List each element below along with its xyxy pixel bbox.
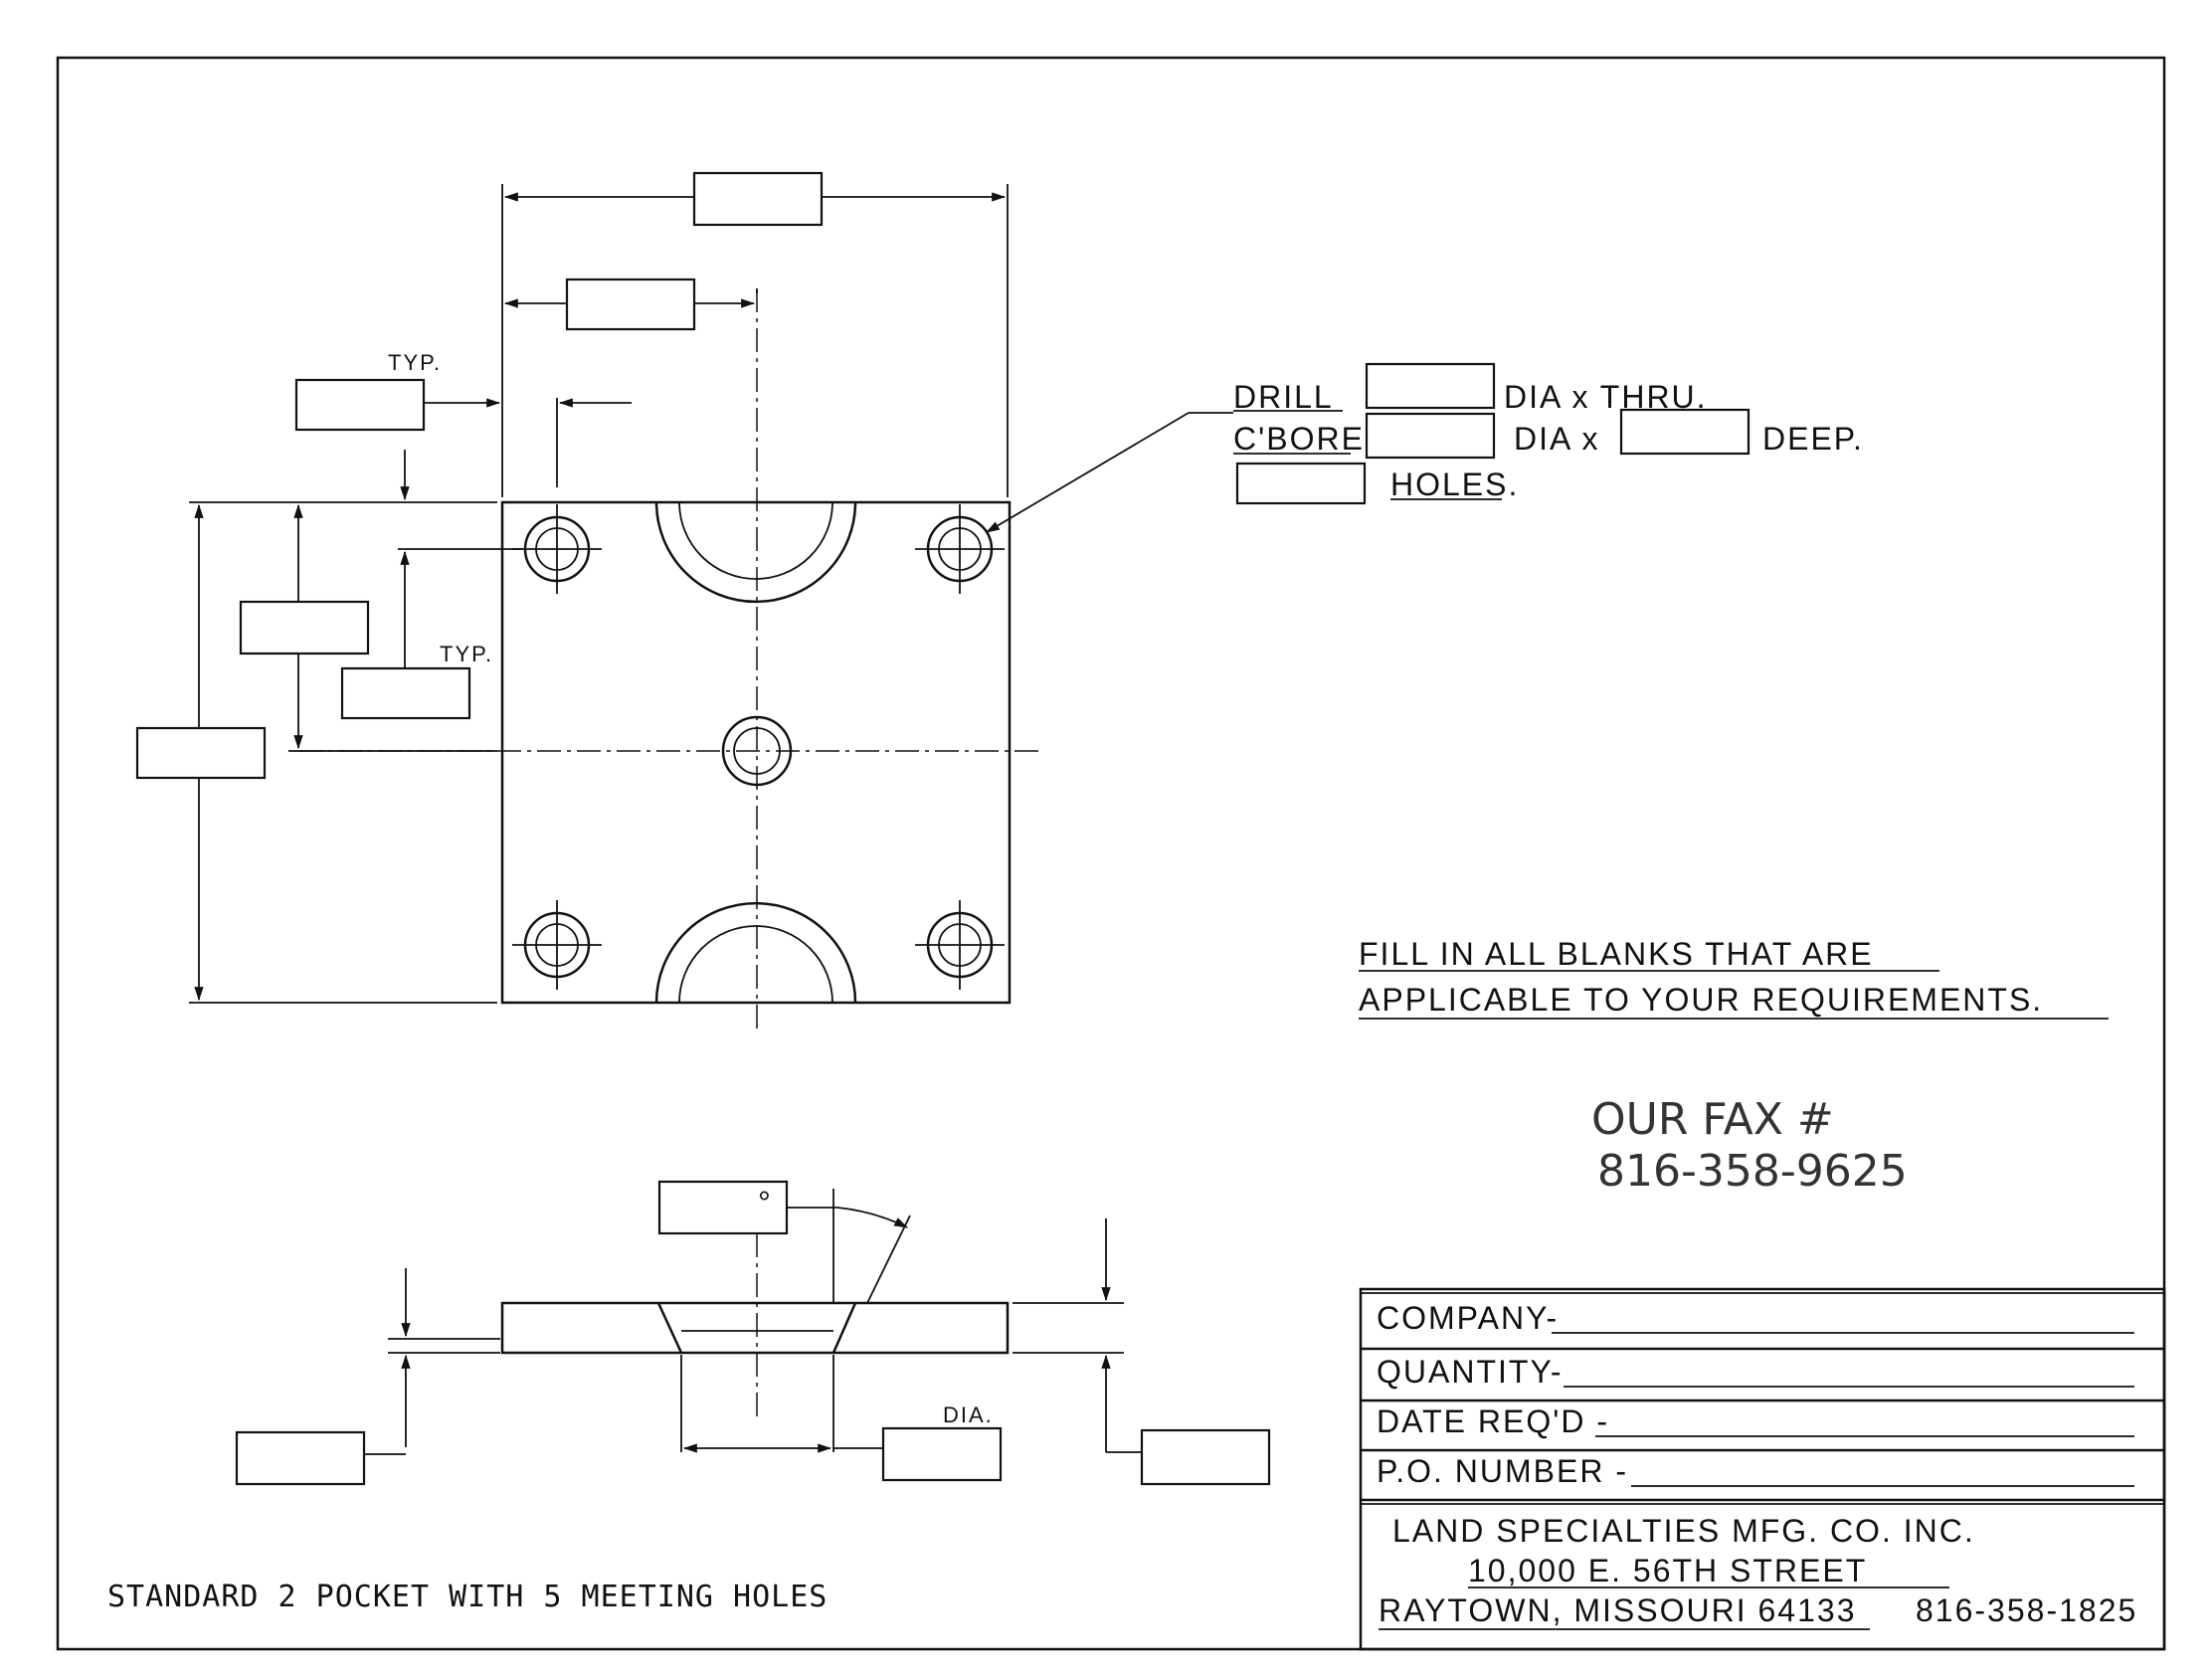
title-phone: 816-358-1825 bbox=[1916, 1592, 2137, 1628]
section-plate bbox=[500, 1301, 1010, 1355]
drill-dia-blank[interactable] bbox=[1365, 362, 1496, 410]
hole-offset-blank[interactable] bbox=[340, 666, 471, 720]
title-city: RAYTOWN, MISSOURI 64133 bbox=[1379, 1592, 1856, 1628]
cbore-dia-blank[interactable] bbox=[1365, 412, 1496, 460]
deep-label: DEEP. bbox=[1762, 421, 1864, 457]
hole-dia-blank[interactable] bbox=[881, 1426, 1003, 1482]
section-view: ° DIA. bbox=[235, 1180, 1271, 1486]
hole-bottom-left bbox=[512, 900, 602, 990]
degree-mark: ° bbox=[758, 1185, 773, 1220]
title-street: 10,000 E. 56TH STREET bbox=[1468, 1553, 1867, 1588]
instructions: FILL IN ALL BLANKS THAT ARE APPLICABLE T… bbox=[1359, 936, 2109, 1020]
quantity-field-label: QUANTITY- bbox=[1377, 1354, 1564, 1390]
top-pocket-inner bbox=[678, 501, 833, 580]
cbore-depth-blank[interactable] bbox=[1619, 408, 1750, 456]
hole-center bbox=[721, 715, 793, 787]
plate-outline bbox=[500, 500, 1012, 1005]
order-form: COMPANY- QUANTITY- DATE REQ'D - P.O. NUM… bbox=[1359, 1287, 2166, 1651]
plate-thickness-blank[interactable] bbox=[1140, 1428, 1271, 1486]
hole-top-right bbox=[915, 504, 1005, 594]
typ-edge-offset-blank[interactable] bbox=[294, 378, 426, 432]
typ-label-side: TYP. bbox=[440, 642, 493, 666]
hole-top-left bbox=[512, 504, 602, 594]
date-reqd-field-label: DATE REQ'D - bbox=[1377, 1403, 1609, 1439]
drawing-caption: STANDARD 2 POCKET WITH 5 MEETING HOLES bbox=[107, 1580, 828, 1614]
angle-blank[interactable] bbox=[657, 1180, 789, 1235]
hole-callout-leader bbox=[985, 412, 1190, 533]
company-field-label: COMPANY- bbox=[1377, 1300, 1559, 1336]
overall-width-blank[interactable] bbox=[692, 171, 824, 227]
dia-label: DIA. bbox=[943, 1402, 994, 1427]
holes-label: HOLES. bbox=[1390, 467, 1519, 502]
top-pocket bbox=[654, 501, 857, 604]
fax-stamp: OUR FAX # 816-358-9625 bbox=[1591, 1094, 1908, 1197]
plan-view: TYP. TYP. bbox=[135, 171, 1190, 1034]
half-width-blank[interactable] bbox=[565, 278, 696, 331]
bottom-pocket-inner bbox=[678, 925, 833, 1004]
hole-bottom-right bbox=[915, 900, 1005, 990]
instructions-line-1: FILL IN ALL BLANKS THAT ARE bbox=[1359, 936, 1874, 972]
half-height-blank[interactable] bbox=[239, 600, 370, 655]
po-number-field-label: P.O. NUMBER - bbox=[1377, 1453, 1628, 1489]
cbore-dia-x-label: DIA x bbox=[1514, 421, 1599, 457]
edge-thickness-blank[interactable] bbox=[235, 1430, 366, 1486]
instructions-line-2: APPLICABLE TO YOUR REQUIREMENTS. bbox=[1359, 982, 2043, 1018]
fax-stamp-line-1: OUR FAX # bbox=[1591, 1094, 1834, 1145]
title-block: LAND SPECIALTIES MFG. CO. INC. 10,000 E.… bbox=[1361, 1503, 2164, 1630]
sheet-border bbox=[56, 56, 2166, 1651]
bottom-pocket bbox=[654, 901, 857, 1004]
overall-height-blank[interactable] bbox=[135, 726, 267, 780]
hole-callout: DRILL DIA x THRU. C'BORE DIA x DEEP. HOL… bbox=[1189, 362, 1864, 505]
title-company-name: LAND SPECIALTIES MFG. CO. INC. bbox=[1392, 1513, 1975, 1549]
drill-label: DRILL bbox=[1233, 379, 1334, 415]
cbore-label: C'BORE bbox=[1233, 421, 1365, 457]
hole-count-blank[interactable] bbox=[1235, 462, 1367, 505]
typ-label-top: TYP. bbox=[388, 350, 442, 375]
fax-stamp-line-2: 816-358-9625 bbox=[1597, 1146, 1908, 1197]
